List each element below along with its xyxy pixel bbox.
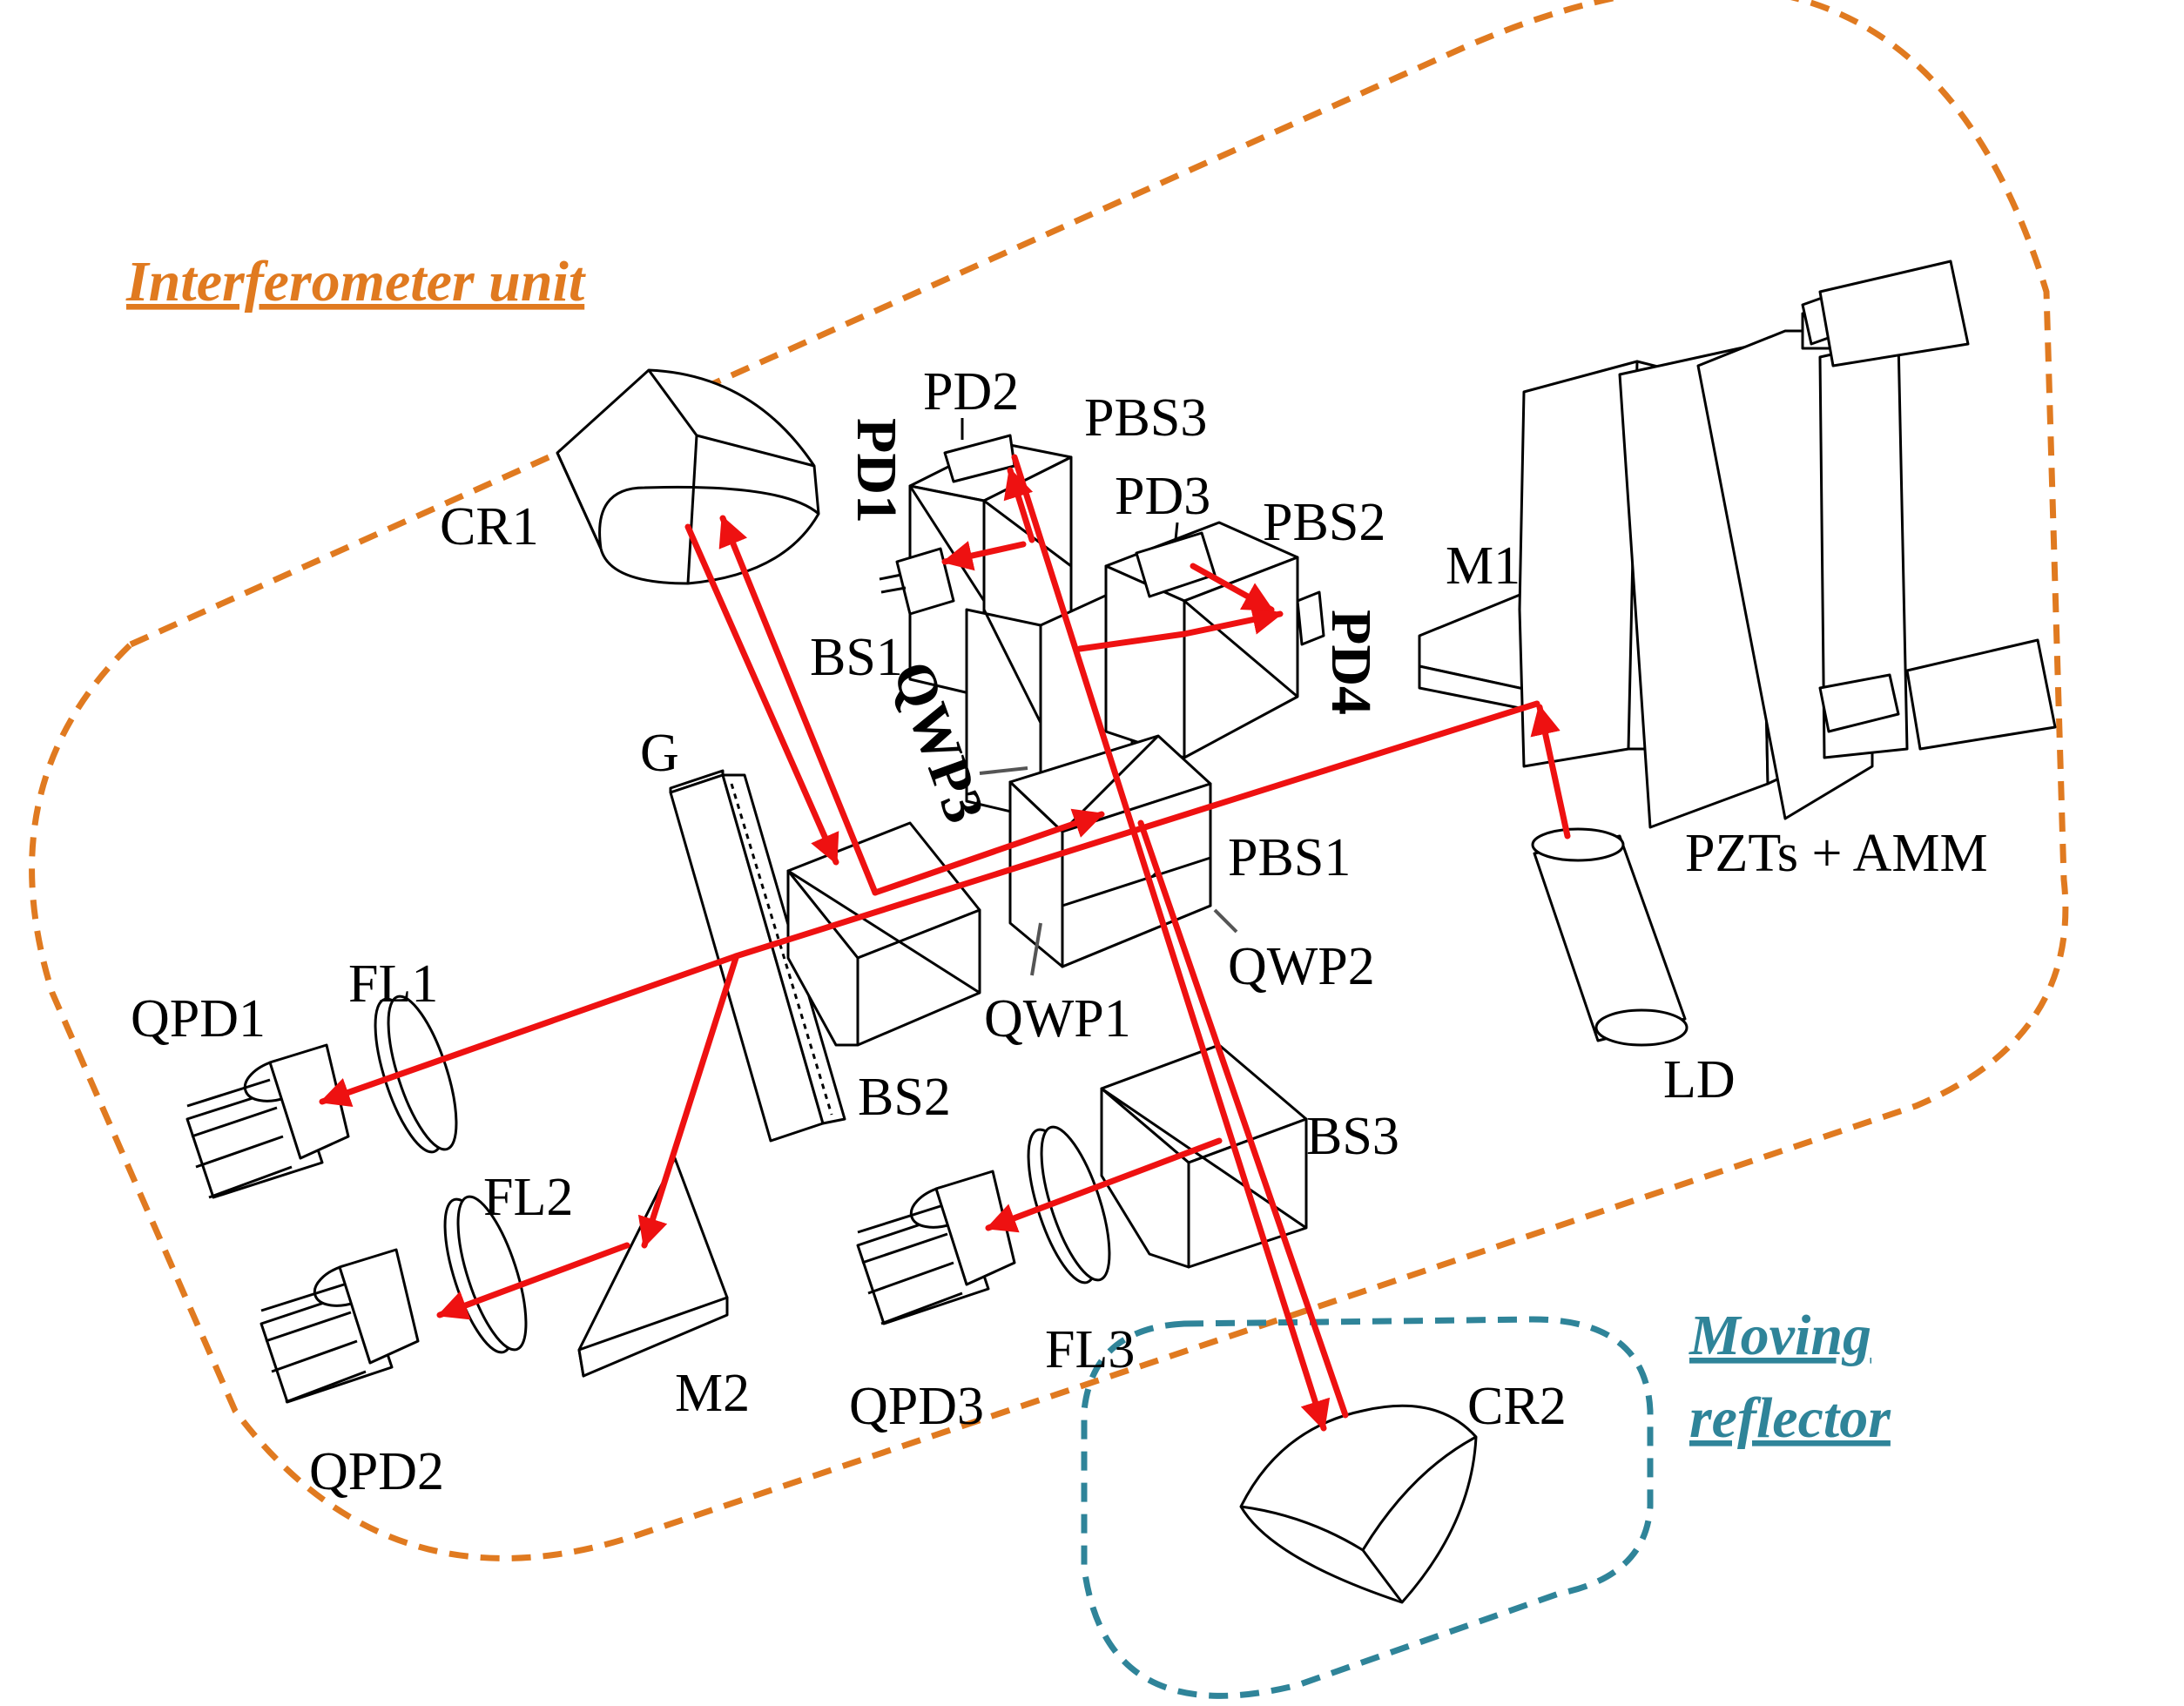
- label-pzts-amm: PZTs + AMM: [1685, 824, 1988, 883]
- label-cr1: CR1: [440, 497, 539, 556]
- label-pbs3: PBS3: [1084, 388, 1207, 448]
- label-bs2: BS2: [858, 1068, 951, 1127]
- pzts-amm-mount: [1518, 260, 2057, 829]
- label-pbs1: PBS1: [1228, 828, 1351, 887]
- label-fl3: FL3: [1045, 1320, 1135, 1379]
- interferometer-unit-label: Interferometer unit: [125, 250, 586, 314]
- cr2-corner-cube: [1239, 1404, 1478, 1604]
- qpd2-detector: [260, 1248, 420, 1404]
- label-pbs2: PBS2: [1263, 493, 1385, 552]
- label-qwp2: QWP2: [1228, 937, 1375, 996]
- label-qwp1: QWP1: [984, 989, 1131, 1049]
- label-bs3: BS3: [1306, 1107, 1399, 1166]
- fl2-lens: [443, 1195, 528, 1354]
- cr1-corner-cube: [556, 368, 820, 585]
- leader-lines: [979, 766, 1238, 976]
- fl1-lens: [374, 995, 458, 1154]
- moving-reflector-label-line1: Moving: [1689, 1304, 1871, 1367]
- bs2-cube: [786, 821, 981, 1047]
- label-qpd1: QPD1: [131, 989, 266, 1049]
- label-m2: M2: [675, 1364, 750, 1423]
- m2-mirror: [577, 1156, 729, 1378]
- label-m1: M1: [1446, 536, 1520, 596]
- label-cr2: CR2: [1467, 1377, 1567, 1436]
- laser-beams: [319, 454, 1571, 1432]
- label-fl1: FL1: [348, 954, 438, 1014]
- fl3-lens: [1027, 1125, 1111, 1285]
- label-pd3: PD3: [1115, 467, 1210, 526]
- label-qpd2: QPD2: [309, 1442, 444, 1501]
- moving-reflector-boundary: [1081, 1316, 1654, 1699]
- label-bs1: BS1: [810, 628, 903, 687]
- labels: Interferometer unit Moving reflector CR1…: [125, 250, 1988, 1501]
- label-qpd3: QPD3: [849, 1377, 984, 1436]
- label-pd1: PD1: [845, 418, 908, 523]
- grating-g: [669, 769, 846, 1143]
- bs3-cube: [1100, 1043, 1308, 1269]
- ld-laser-diode: [1531, 827, 1689, 1047]
- interferometer-unit-boundary: [29, 0, 2069, 1561]
- qpd3-detector: [856, 1170, 1016, 1325]
- label-fl2: FL2: [483, 1168, 573, 1227]
- label-pd2: PD2: [923, 362, 1019, 421]
- moving-reflector-label-line2: reflector: [1689, 1386, 1891, 1450]
- qpd1-detector: [185, 1043, 350, 1199]
- label-g: G: [640, 724, 679, 783]
- label-pd4: PD4: [1319, 610, 1383, 715]
- label-ld: LD: [1663, 1050, 1736, 1109]
